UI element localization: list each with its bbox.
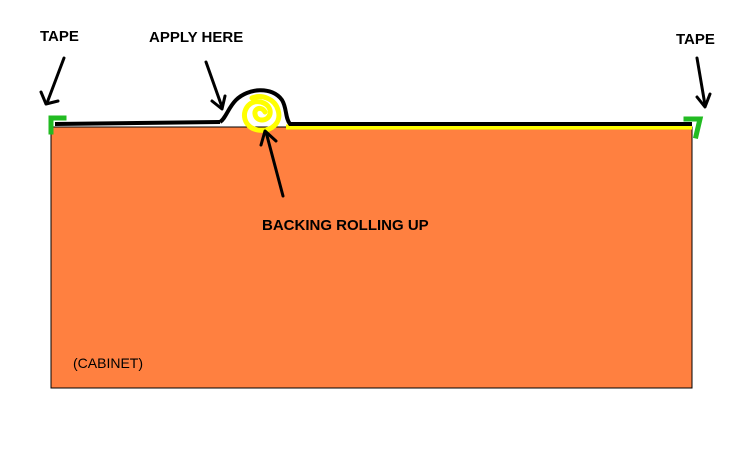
tape-left-label: TAPE — [40, 28, 79, 45]
backing-roll — [241, 94, 282, 133]
film-line-left — [54, 120, 221, 126]
arrow-icon — [695, 56, 712, 109]
arrow-icon — [39, 56, 66, 106]
arrow-icon — [259, 129, 285, 198]
backing-rolling-up-label: BACKING ROLLING UP — [262, 217, 429, 234]
film-bump — [218, 88, 692, 126]
tape-right-label: TAPE — [676, 31, 715, 48]
cabinet-body — [50, 126, 693, 389]
cabinet-label: (CABINET) — [73, 355, 143, 371]
tape-right-mark — [683, 116, 704, 140]
apply-here-label: APPLY HERE — [149, 29, 244, 46]
tape-left-mark — [48, 115, 67, 135]
arrow-icon — [204, 60, 227, 111]
